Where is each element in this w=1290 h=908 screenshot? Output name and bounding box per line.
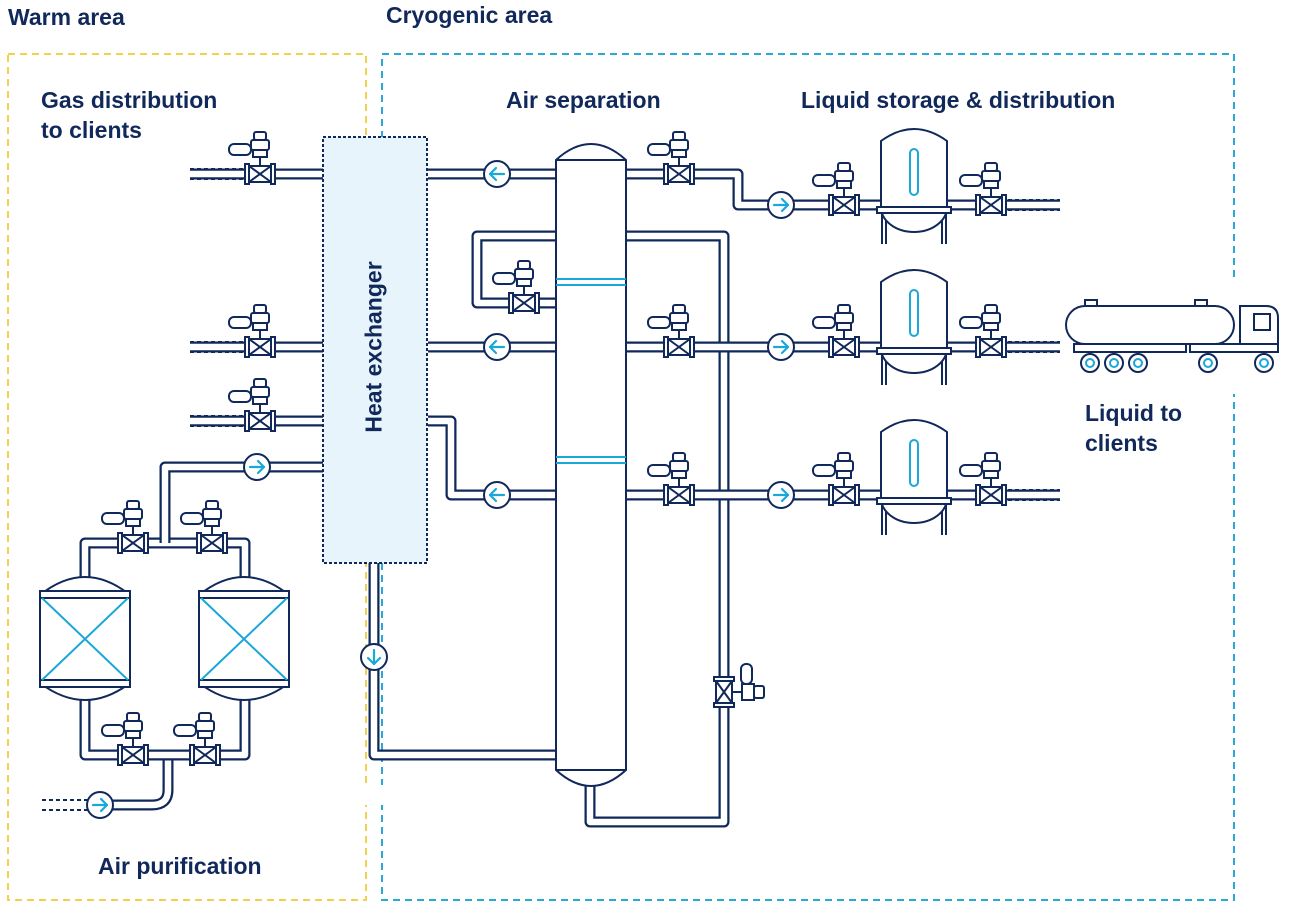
pipe-hx-bottom-core: [370, 563, 556, 759]
pipe-column-return-core: [586, 232, 728, 826]
tank-inlet-valve-2-icon: [812, 304, 860, 358]
liquid-to-clients-line1: Liquid to: [1085, 400, 1183, 426]
storage-tank-2-icon: [876, 269, 952, 385]
arrow-hx-bottom-icon: [360, 643, 388, 671]
pipe-purified-air-core: [161, 463, 323, 543]
warm-area-title: Warm area: [8, 4, 125, 30]
arrow-hx-col-1-icon: [483, 160, 511, 188]
tanker-truck-icon: [1065, 299, 1279, 373]
border-gap-air-purification-warm: [360, 785, 388, 805]
adsorber-valve-bottom-right-icon: [173, 712, 221, 766]
arrow-liquid-1-icon: [767, 191, 795, 219]
arrow-purified-air-icon: [243, 453, 271, 481]
gas-distribution-label-line1: Gas distribution: [41, 87, 218, 113]
gas-valve-2-icon: [228, 304, 276, 358]
tank-outlet-valve-1-icon: [959, 162, 1007, 216]
pipe-purified-air: [159, 461, 323, 543]
return-line-valve-icon: [713, 663, 765, 708]
heat-exchanger-icon: [322, 136, 428, 564]
arrow-liquid-3-icon: [767, 481, 795, 509]
cryogenic-area-border: [381, 53, 1235, 901]
liquid-storage-label: Liquid storage & distribution: [801, 87, 1116, 113]
adsorber-valve-top-left-icon: [101, 500, 149, 554]
distillation-column-icon: [555, 143, 627, 787]
pipe-air-inlet-core: [99, 755, 172, 809]
pipe-hx-bottom: [368, 563, 556, 761]
arrow-hx-col-2-icon: [483, 333, 511, 361]
column-valve-1-icon: [647, 131, 695, 185]
column-valve-2-icon: [647, 304, 695, 358]
reflux-valve-icon: [492, 260, 540, 314]
gas-valve-1-icon: [228, 131, 276, 185]
arrow-liquid-2-icon: [767, 333, 795, 361]
adsorber-vessel-left-icon: [39, 576, 131, 701]
arrow-air-inlet-icon: [86, 791, 114, 819]
storage-tank-3-icon: [876, 419, 952, 535]
equipment-layer: [39, 128, 1279, 819]
arrow-hx-col-3-icon: [483, 481, 511, 509]
pipe-adsorber-bottom-core: [81, 700, 249, 759]
tank-inlet-valve-1-icon: [812, 162, 860, 216]
tank-inlet-valve-3-icon: [812, 452, 860, 506]
liquid-to-clients-label: Liquid to clients: [1085, 398, 1182, 458]
column-valve-3-icon: [647, 452, 695, 506]
tank-outlet-valve-3-icon: [959, 452, 1007, 506]
storage-tank-1-icon: [876, 128, 952, 244]
gas-distribution-label-line2: to clients: [41, 117, 142, 143]
border-gap-truck: [1226, 282, 1242, 394]
liquid-to-clients-line2: clients: [1085, 430, 1158, 456]
air-separation-label: Air separation: [506, 87, 661, 113]
cryogenic-area-title: Cryogenic area: [386, 2, 553, 28]
gas-valve-3-icon: [228, 378, 276, 432]
adsorber-valve-bottom-left-icon: [101, 712, 149, 766]
heat-exchanger-label: Heat exchanger: [360, 261, 387, 433]
air-purification-label: Air purification: [98, 853, 262, 879]
gas-distribution-label: Gas distribution to clients: [41, 85, 217, 145]
warm-area-border: [7, 53, 367, 901]
adsorber-valve-top-right-icon: [180, 500, 228, 554]
adsorber-vessel-right-icon: [198, 576, 290, 701]
tank-outlet-valve-2-icon: [959, 304, 1007, 358]
